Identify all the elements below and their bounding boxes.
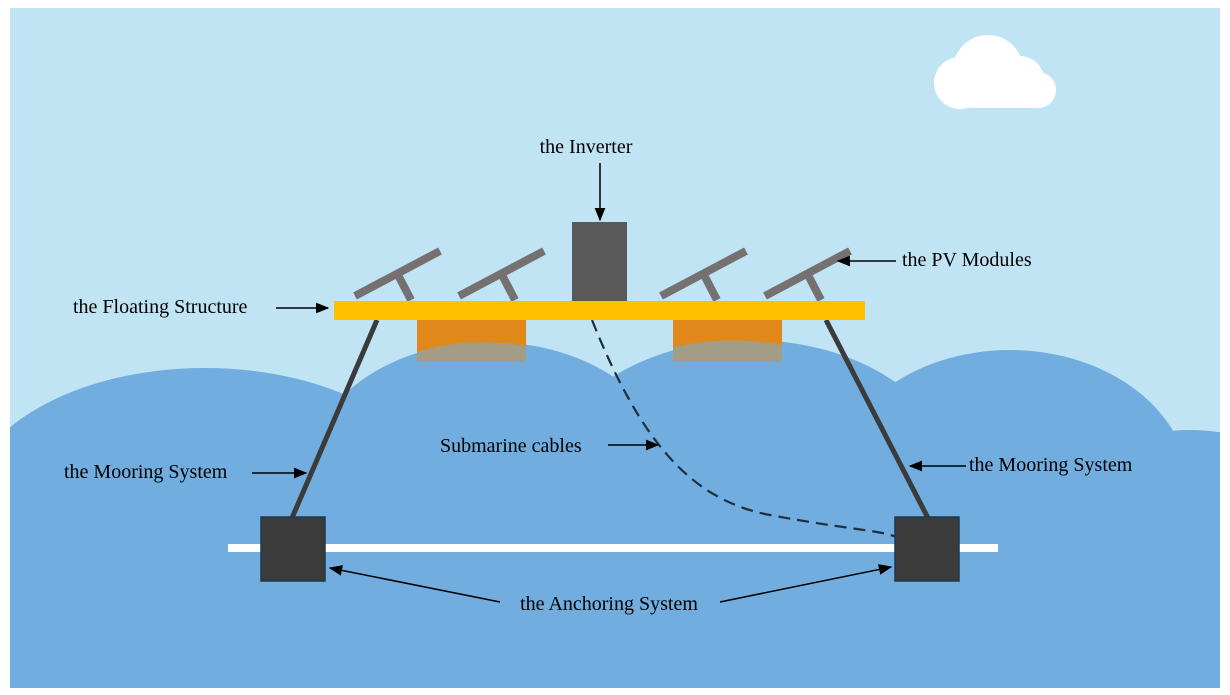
pv-module — [353, 247, 442, 302]
arrow-anchoring-left — [328, 565, 501, 603]
label-inverter: the Inverter — [540, 136, 633, 158]
floats — [417, 320, 782, 362]
label-anchoring-system: the Anchoring System — [520, 593, 698, 615]
pv-module — [763, 247, 852, 302]
annotations: the Inverter the PV Modules the Floating… — [64, 136, 1133, 615]
pv-modules — [353, 247, 852, 302]
floating-structure — [334, 301, 865, 320]
seabed-line — [228, 544, 998, 552]
label-mooring-left: the Mooring System — [64, 461, 228, 483]
mooring-line-left — [289, 319, 380, 519]
pv-module — [659, 247, 748, 302]
inverter — [572, 222, 627, 302]
anchor-left — [260, 516, 326, 582]
label-submarine-cables: Submarine cables — [440, 435, 582, 457]
label-mooring-right: the Mooring System — [969, 454, 1133, 476]
mooring-line-right — [823, 318, 931, 520]
sea-water — [10, 340, 1220, 688]
arrow-anchoring-right — [719, 564, 893, 603]
anchor-right — [894, 516, 960, 582]
label-floating-structure: the Floating Structure — [73, 296, 248, 318]
cloud-icon — [934, 35, 1056, 109]
label-pv-modules: the PV Modules — [902, 249, 1032, 271]
pv-module — [457, 247, 546, 302]
submarine-cable — [590, 319, 897, 539]
